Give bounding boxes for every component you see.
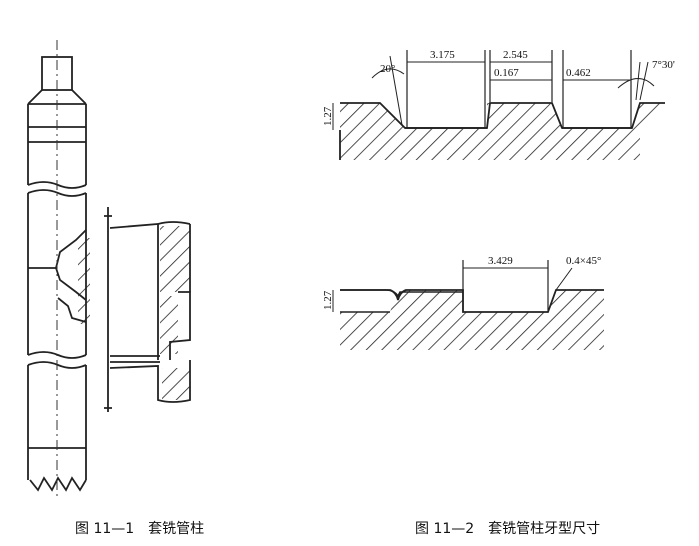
washover-string-drawing bbox=[27, 56, 87, 492]
joint-thread-hatch bbox=[78, 238, 90, 324]
figure-2-caption: 图 11—2 套铣管柱牙型尺寸 bbox=[415, 521, 601, 537]
crest-width-label: 3.175 bbox=[430, 49, 455, 61]
offset-a-label: 0.167 bbox=[494, 67, 519, 79]
taper-angle-label: 7°30' bbox=[652, 59, 675, 71]
lower-wall-hatch bbox=[162, 368, 190, 400]
figure-1-caption: 图 11—1 套铣管柱 bbox=[75, 521, 205, 537]
top-thread-profile bbox=[332, 50, 665, 160]
groove-width-label: 3.429 bbox=[488, 255, 513, 267]
offset-b-label: 0.462 bbox=[566, 67, 591, 79]
top-height-label: 1.27 bbox=[322, 106, 334, 126]
mill-shoe-teeth bbox=[29, 476, 87, 492]
flank-angle-label: 20° bbox=[380, 63, 395, 75]
tool-joint bbox=[55, 229, 87, 301]
bottom-height-label: 1.27 bbox=[322, 290, 334, 310]
shoulder bbox=[27, 89, 87, 105]
upper-wall-hatch bbox=[160, 226, 190, 292]
break-line-upper bbox=[27, 181, 87, 189]
thread-hatch bbox=[160, 296, 178, 354]
root-width-label: 2.545 bbox=[503, 49, 528, 61]
break-line-lower bbox=[27, 351, 87, 359]
chamfer-label: 0.4×45° bbox=[566, 255, 601, 267]
bottom-thread-profile bbox=[332, 260, 604, 350]
